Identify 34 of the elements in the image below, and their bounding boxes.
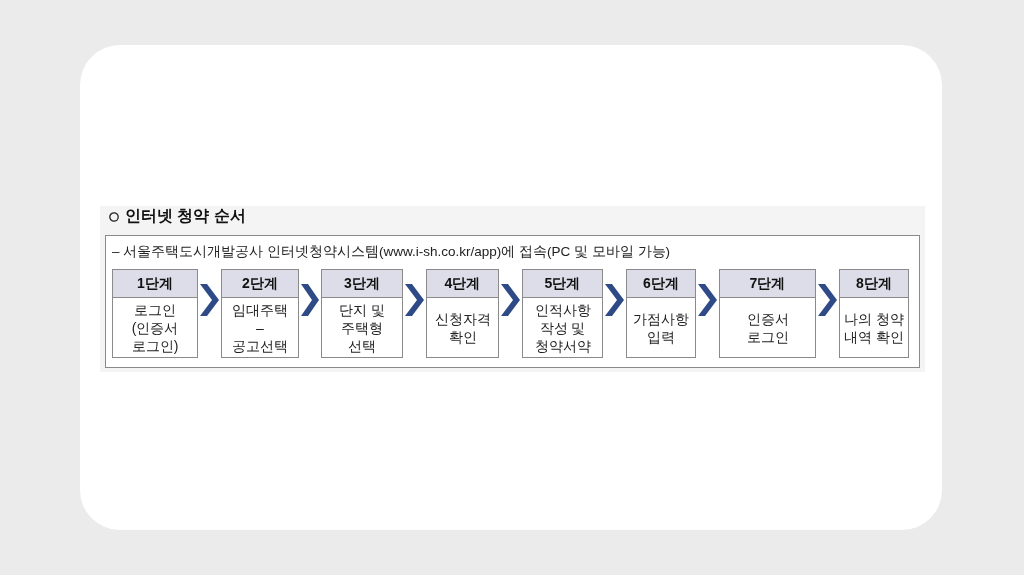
section-title: 인터넷 청약 순서: [125, 206, 246, 226]
chevron-arrow: [501, 284, 520, 316]
chevron-arrow: [698, 284, 717, 316]
process-panel: [105, 235, 920, 368]
step-text: 로그인 (인증서 로그인): [130, 300, 180, 355]
chevron-arrow: [818, 284, 837, 316]
step-box: [321, 269, 403, 358]
chevron-arrow: [200, 284, 219, 316]
step-header: 5단계: [523, 270, 602, 298]
step-header: 8단계: [840, 270, 908, 298]
step-text: 인적사항 작성 및 청약서약: [533, 300, 592, 355]
chevron-arrow: [605, 284, 624, 316]
step-text: 단지 및 주택형 선택: [338, 300, 386, 355]
step-text: 신청자격 확인: [433, 309, 492, 346]
step-header: 4단계: [427, 270, 498, 298]
chevron-arrow: [301, 284, 319, 316]
step-box: [221, 269, 299, 358]
step-text: 인증서 로그인: [745, 309, 790, 346]
step-box: [719, 269, 816, 358]
step-box: [839, 269, 909, 358]
intro-text: – 서울주택도시개발공사 인터넷청약시스템(www.i-sh.co.kr/app)에 접속(PC 및 모바일 가능): [112, 243, 672, 260]
step-box: [426, 269, 499, 358]
step-box: [112, 269, 198, 358]
step-header: 3단계: [322, 270, 402, 298]
step-header: 7단계: [720, 270, 815, 298]
step-text: 나의 청약 내역 확인: [844, 309, 904, 346]
step-text: 가점사항 입력: [632, 309, 690, 346]
step-header: 2단계: [222, 270, 298, 298]
step-box: [626, 269, 696, 358]
step-header: 1단계: [113, 270, 197, 298]
step-box: [522, 269, 603, 358]
step-header: 6단계: [627, 270, 695, 298]
chevron-arrow: [405, 284, 424, 316]
step-text: 임대주택 – 공고선택: [231, 300, 289, 355]
